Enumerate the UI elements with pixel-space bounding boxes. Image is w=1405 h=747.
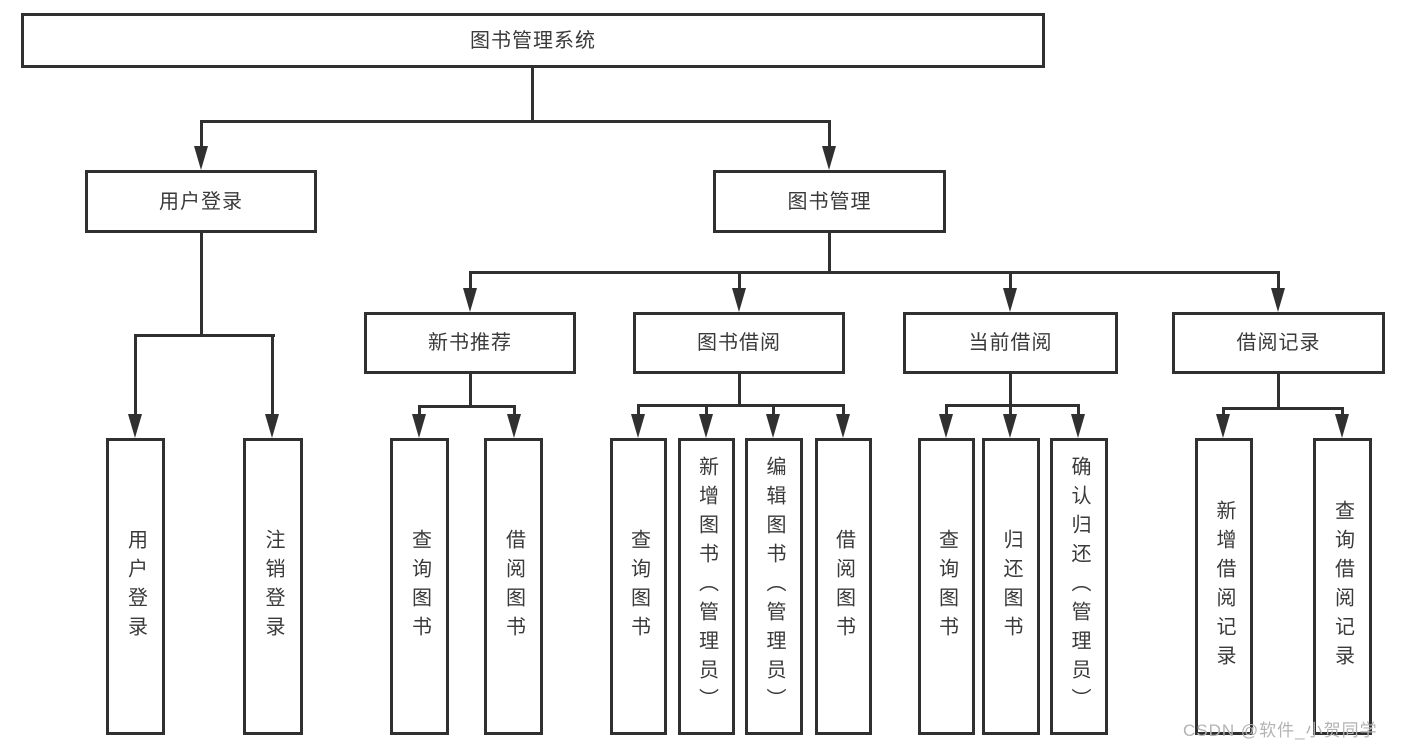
connector-drop-cb-query bbox=[945, 404, 948, 420]
connector-bookborrow-bar bbox=[637, 404, 845, 407]
arrowhead-cb-confirm bbox=[1071, 414, 1085, 438]
arrowhead-book-borrow bbox=[732, 288, 746, 312]
arrowhead-cb-query bbox=[939, 414, 953, 438]
leaf-borrow-add: 新增图书（管理员） bbox=[678, 438, 735, 735]
leaf-logout: 注销登录 bbox=[243, 438, 303, 735]
connector-root-stem bbox=[531, 68, 534, 122]
arrowhead-nb-query bbox=[412, 414, 426, 438]
node-book-management: 图书管理 bbox=[713, 170, 946, 233]
arrowhead-leaf-login bbox=[128, 414, 142, 438]
leaf-borrow-book: 借阅图书 bbox=[815, 438, 872, 735]
connector-borrowrecords-stem bbox=[1277, 374, 1280, 410]
node-current-borrow: 当前借阅 bbox=[903, 312, 1118, 374]
arrowhead-leaf-logout bbox=[265, 414, 279, 438]
connector-bookmgmt-stem bbox=[828, 233, 831, 274]
connector-newbooks-bar bbox=[418, 405, 516, 408]
node-new-books: 新书推荐 bbox=[364, 312, 576, 374]
connector-newbooks-stem bbox=[469, 374, 472, 408]
connector-drop-bb-borrow bbox=[842, 404, 845, 420]
arrowhead-book-management bbox=[822, 146, 836, 170]
connector-root-bar bbox=[200, 120, 831, 123]
leaf-records-query: 查询借阅记录 bbox=[1313, 438, 1372, 735]
leaf-user-login: 用户登录 bbox=[106, 438, 165, 735]
connector-userlogin-stem bbox=[200, 233, 203, 337]
connector-bookmgmt-bar bbox=[469, 271, 1280, 274]
arrowhead-user-login bbox=[194, 146, 208, 170]
connector-drop-book-management bbox=[828, 120, 831, 152]
arrowhead-nb-borrow bbox=[507, 414, 521, 438]
arrowhead-bb-query bbox=[631, 414, 645, 438]
arrowhead-br-query bbox=[1335, 414, 1349, 438]
connector-drop-bb-add bbox=[705, 404, 708, 420]
leaf-newbooks-borrow: 借阅图书 bbox=[484, 438, 543, 735]
connector-currentborrow-stem bbox=[1009, 374, 1012, 407]
connector-bookborrow-stem bbox=[738, 374, 741, 407]
node-book-borrow: 图书借阅 bbox=[633, 312, 845, 374]
connector-drop-cb-return bbox=[1009, 404, 1012, 420]
connector-drop-borrow-records bbox=[1277, 271, 1280, 293]
connector-drop-nb-borrow bbox=[513, 405, 516, 421]
node-user-login: 用户登录 bbox=[85, 170, 317, 233]
arrowhead-current-borrow bbox=[1003, 288, 1017, 312]
connector-drop-leaf-logout bbox=[271, 334, 274, 420]
arrowhead-bb-edit bbox=[766, 414, 780, 438]
connector-currentborrow-bar bbox=[945, 404, 1080, 407]
arrowhead-new-books bbox=[463, 288, 477, 312]
leaf-borrow-edit: 编辑图书（管理员） bbox=[745, 438, 803, 735]
connector-drop-bb-query bbox=[637, 404, 640, 420]
connector-drop-current-borrow bbox=[1009, 271, 1012, 293]
connector-drop-book-borrow bbox=[738, 271, 741, 293]
connector-drop-user-login bbox=[200, 120, 203, 152]
connector-drop-new-books bbox=[469, 271, 472, 293]
leaf-records-add: 新增借阅记录 bbox=[1195, 438, 1253, 735]
arrowhead-cb-return bbox=[1003, 414, 1017, 438]
node-borrow-records: 借阅记录 bbox=[1172, 312, 1385, 374]
leaf-current-query: 查询图书 bbox=[918, 438, 975, 735]
leaf-borrow-query: 查询图书 bbox=[610, 438, 667, 735]
arrowhead-bb-borrow bbox=[836, 414, 850, 438]
leaf-newbooks-query: 查询图书 bbox=[390, 438, 449, 735]
connector-borrowrecords-bar bbox=[1222, 407, 1344, 410]
connector-drop-bb-edit bbox=[772, 404, 775, 420]
watermark: CSDN @软件_小贺同学 bbox=[1183, 721, 1378, 740]
arrowhead-borrow-records bbox=[1271, 288, 1285, 312]
connector-userlogin-bar bbox=[134, 334, 275, 337]
leaf-current-return: 归还图书 bbox=[982, 438, 1040, 735]
connector-drop-cb-confirm bbox=[1077, 404, 1080, 420]
leaf-current-confirm: 确认归还（管理员） bbox=[1050, 438, 1108, 735]
node-root: 图书管理系统 bbox=[21, 13, 1045, 68]
arrowhead-bb-add bbox=[699, 414, 713, 438]
connector-drop-nb-query bbox=[418, 405, 421, 421]
connector-drop-leaf-login bbox=[134, 334, 137, 420]
arrowhead-br-add bbox=[1216, 414, 1230, 438]
